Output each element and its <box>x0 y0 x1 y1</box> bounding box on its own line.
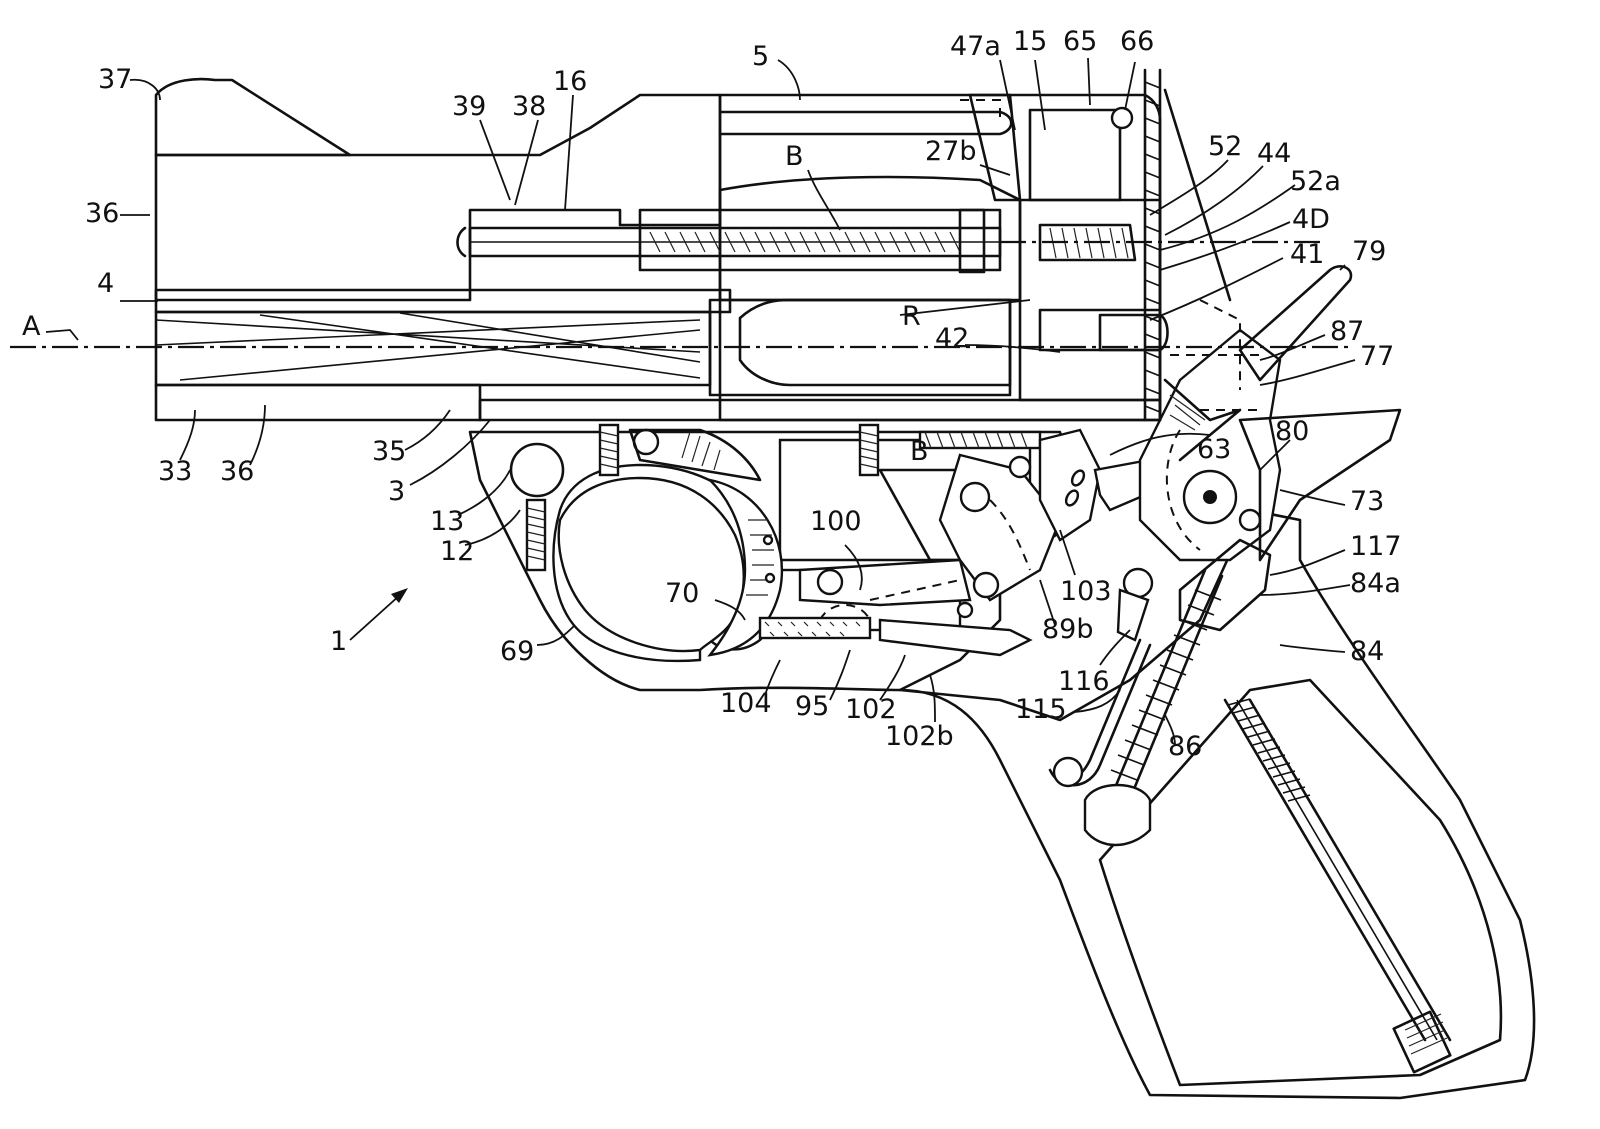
label-65: 65 <box>1063 26 1097 57</box>
label-47a: 47a <box>950 31 1001 62</box>
label-80: 80 <box>1275 416 1309 447</box>
label-84: 84 <box>1350 636 1384 667</box>
label-4: 4 <box>97 268 114 299</box>
label-115: 115 <box>1015 694 1067 725</box>
label-1: 1 <box>330 626 347 657</box>
label-52: 52 <box>1208 131 1242 162</box>
label-36-top: 36 <box>85 198 119 229</box>
label-69: 69 <box>500 636 534 667</box>
label-73: 73 <box>1350 486 1384 517</box>
label-89b: 89b <box>1042 614 1094 645</box>
label-39: 39 <box>452 91 486 122</box>
label-B-lower: B <box>910 436 929 467</box>
label-95: 95 <box>795 691 829 722</box>
label-R: R <box>902 301 921 332</box>
label-100: 100 <box>810 506 862 537</box>
label-116: 116 <box>1058 666 1110 697</box>
label-41: 41 <box>1290 239 1324 270</box>
label-77: 77 <box>1360 341 1394 372</box>
label-12: 12 <box>440 536 474 567</box>
label-3: 3 <box>388 476 405 507</box>
label-79: 79 <box>1352 236 1386 267</box>
label-36-bottom: 36 <box>220 456 254 487</box>
label-102b: 102b <box>885 721 954 752</box>
mainspring-strut <box>1052 568 1224 847</box>
label-35: 35 <box>372 436 406 467</box>
label-102: 102 <box>845 694 897 725</box>
label-44: 44 <box>1257 138 1291 169</box>
label-15: 15 <box>1013 26 1047 57</box>
label-86: 86 <box>1168 731 1202 762</box>
label-104: 104 <box>720 688 772 719</box>
label-37: 37 <box>98 64 132 95</box>
reference-labels: 37 36 4 A 33 36 35 3 13 12 1 69 39 38 16… <box>22 26 1402 762</box>
label-38: 38 <box>512 91 546 122</box>
label-52a: 52a <box>1290 166 1341 197</box>
label-A: A <box>22 311 41 342</box>
label-33: 33 <box>158 456 192 487</box>
hammer-assembly <box>1138 265 1353 632</box>
grip <box>898 508 1536 1100</box>
trigger-mechanism <box>706 428 1183 787</box>
label-27b: 27b <box>925 136 977 167</box>
label-66: 66 <box>1120 26 1154 57</box>
label-42: 42 <box>935 323 969 354</box>
label-13: 13 <box>430 506 464 537</box>
label-16: 16 <box>553 66 587 97</box>
label-70: 70 <box>665 578 699 609</box>
label-40: 4D <box>1292 204 1330 235</box>
leader-lines <box>45 57 1356 746</box>
mainspring-coil <box>1227 698 1311 802</box>
label-84a: 84a <box>1350 568 1401 599</box>
label-B-upper: B <box>785 141 804 172</box>
label-5: 5 <box>752 41 769 72</box>
label-117: 117 <box>1350 531 1402 562</box>
label-63: 63 <box>1197 434 1231 465</box>
label-87: 87 <box>1330 316 1364 347</box>
label-103: 103 <box>1060 576 1112 607</box>
